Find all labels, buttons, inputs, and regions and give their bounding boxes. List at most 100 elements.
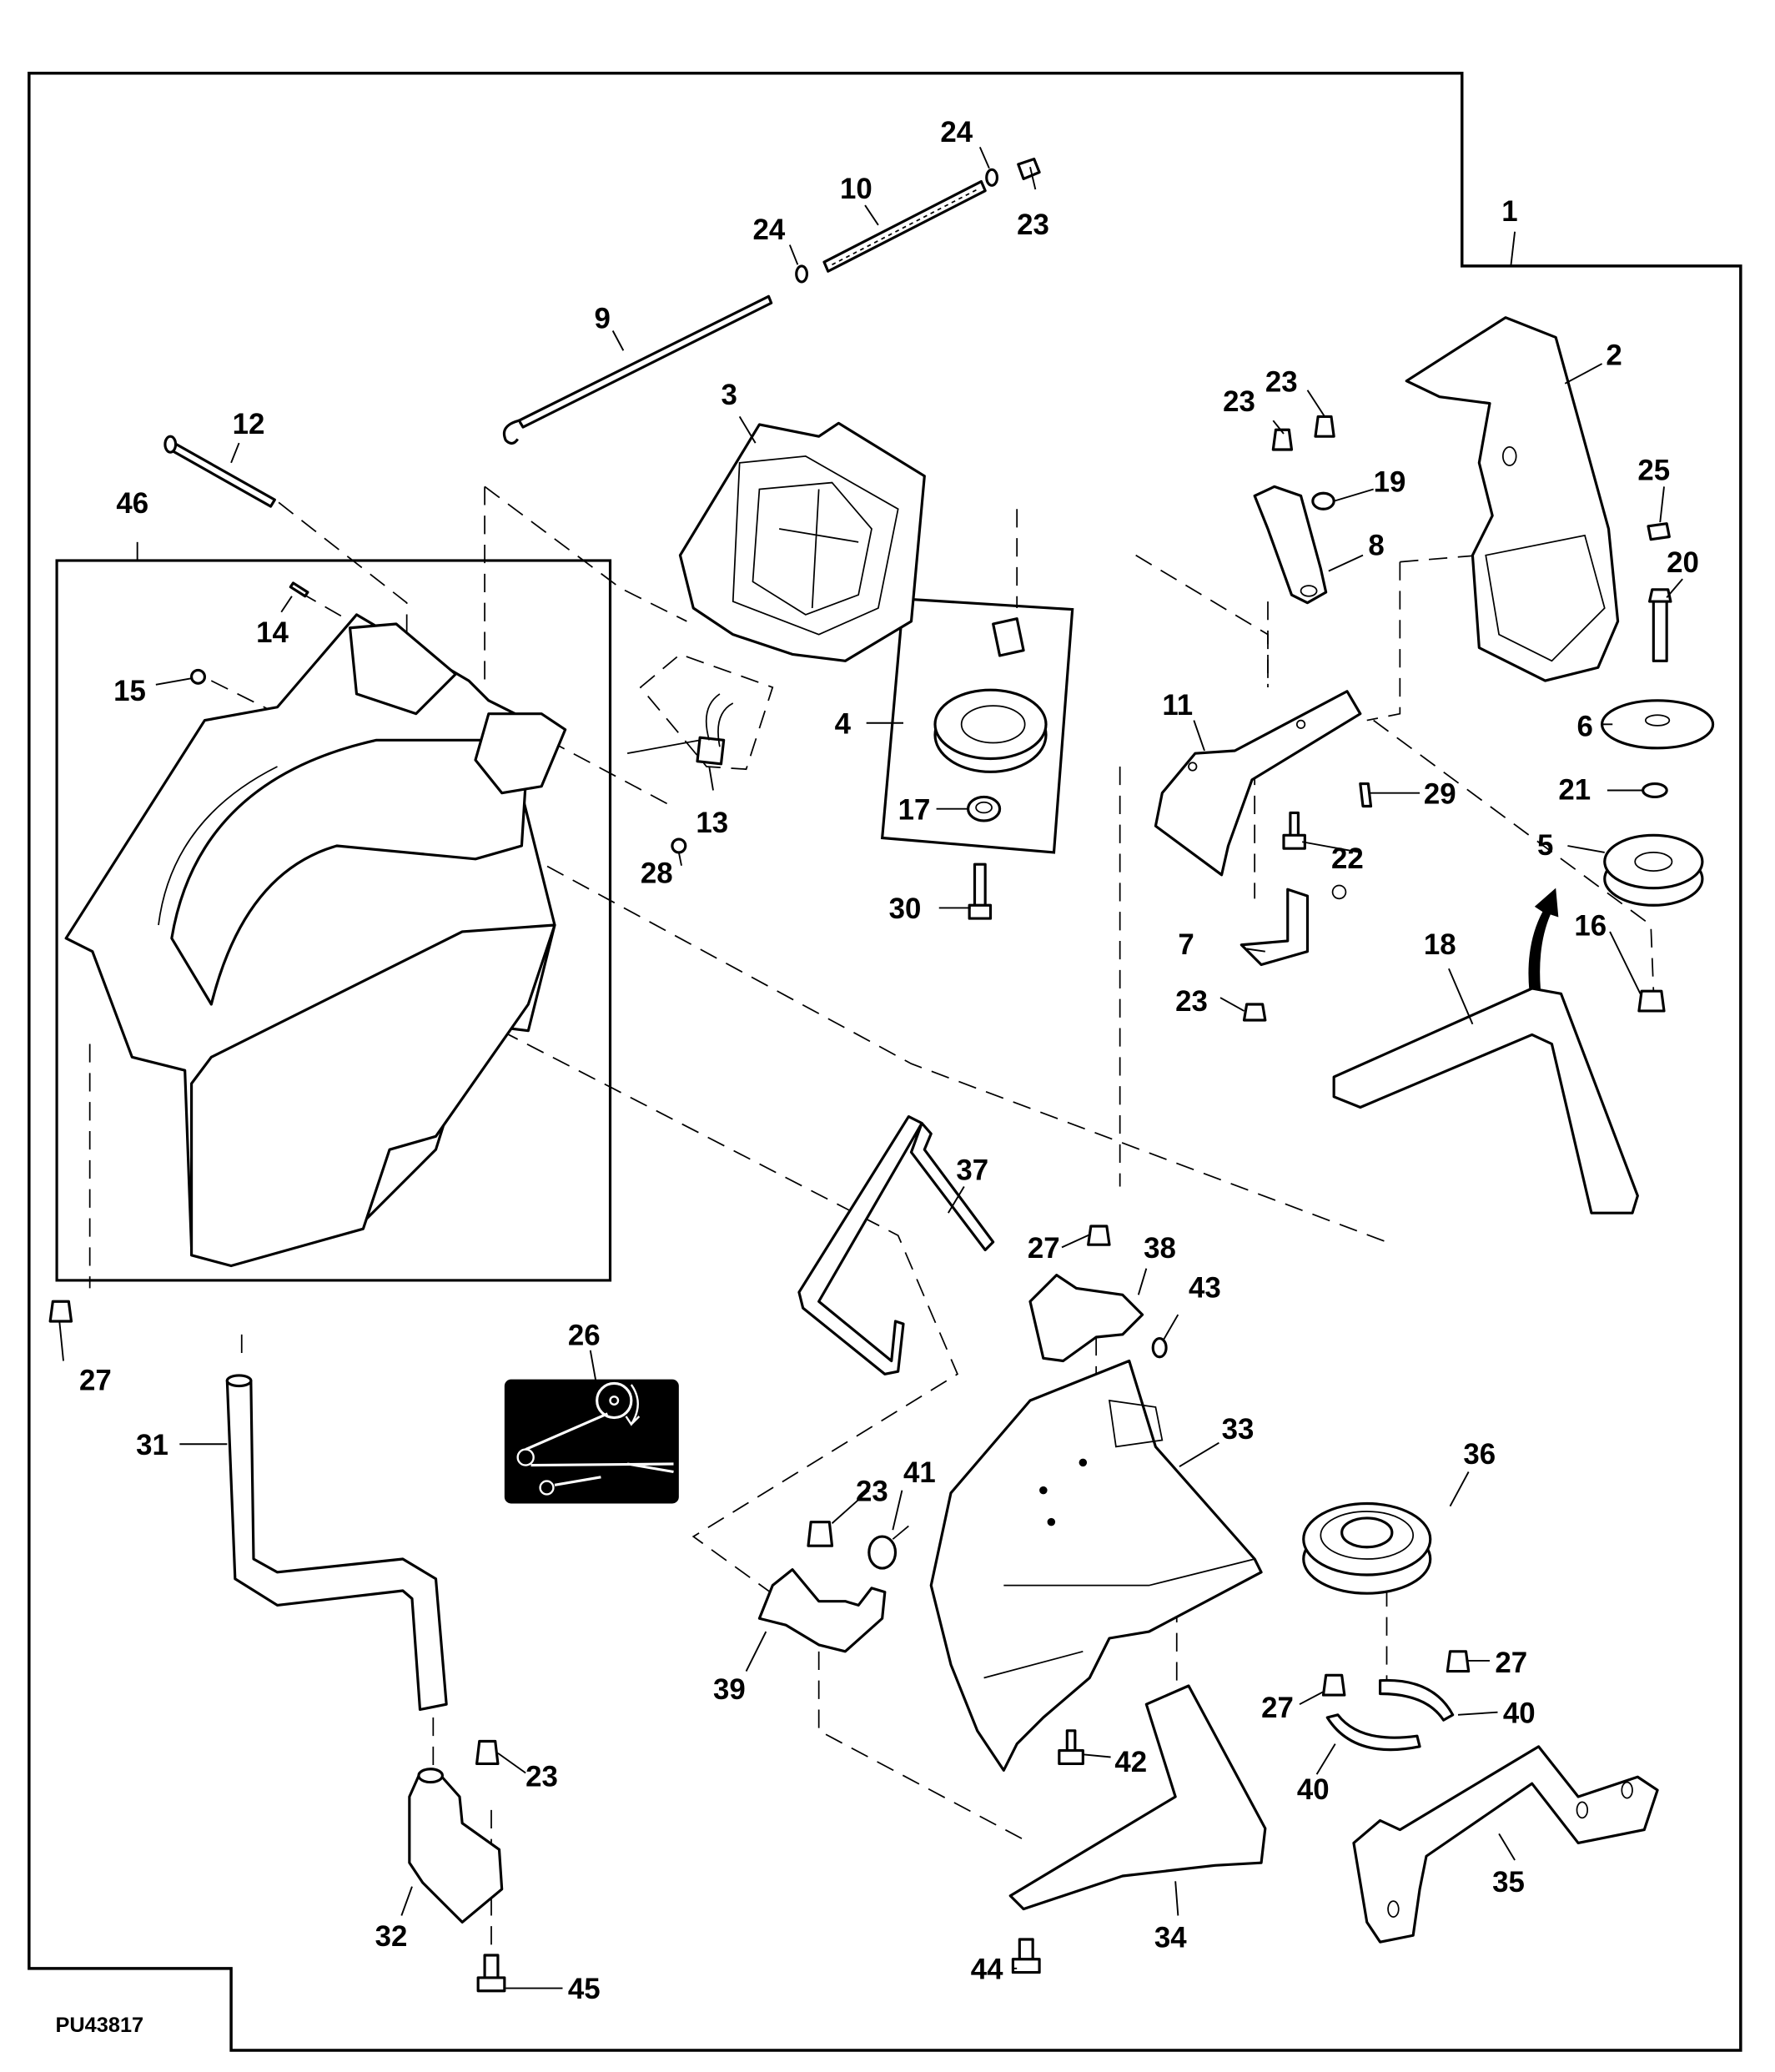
callout-26: 26 (568, 1320, 601, 1352)
part-2-shield (1405, 316, 1620, 682)
callout-29: 29 (1424, 777, 1456, 810)
part-36-pulley (1302, 1501, 1432, 1595)
callout-31: 31 (136, 1429, 168, 1461)
callout-3: 3 (722, 379, 737, 411)
callout-22: 22 (1331, 842, 1364, 875)
assembly-46-box (55, 559, 612, 1282)
part-24-washer (795, 264, 808, 284)
part-23-nut (1314, 415, 1335, 438)
callout-25: 25 (1637, 454, 1670, 486)
part-40-bracket (1325, 1713, 1421, 1752)
part-30-bolt (968, 862, 993, 920)
part-41-spring (867, 1525, 909, 1570)
part-25-screw (1647, 522, 1671, 541)
callout-10: 10 (840, 173, 872, 205)
figure-id: PU43817 (56, 2014, 144, 2037)
part-46-blower-housing (64, 613, 567, 1268)
part-34-bracket (1008, 1684, 1267, 1911)
callout-23: 23 (525, 1760, 558, 1793)
callout-28: 28 (641, 857, 673, 889)
diagram-frame (28, 72, 1742, 2052)
callout-36: 36 (1463, 1438, 1496, 1471)
callout-38: 38 (1144, 1232, 1176, 1265)
part-27-nut (1321, 1673, 1346, 1697)
part-16-nut (1637, 989, 1666, 1013)
part-37-rod (797, 1115, 995, 1375)
rotation-arrow-icon (1528, 888, 1559, 1011)
callout-12: 12 (233, 408, 265, 440)
callout-34: 34 (1154, 1922, 1187, 1954)
part-31-tube (225, 1379, 448, 1712)
part-24-washer (985, 168, 998, 187)
callout-45: 45 (568, 1973, 601, 2005)
callout-17: 17 (898, 793, 931, 826)
part-43-washer (1151, 1337, 1168, 1359)
callout-40: 40 (1503, 1697, 1536, 1729)
part-40-bracket (1379, 1678, 1455, 1722)
callout-27: 27 (1028, 1232, 1060, 1265)
callout-44: 44 (971, 1954, 1003, 1986)
part-38-bracket (1028, 1274, 1144, 1363)
part-5-pulley (1603, 833, 1704, 907)
callout-37: 37 (956, 1154, 988, 1187)
callout-20: 20 (1667, 546, 1699, 579)
leader-lines (58, 147, 1683, 1989)
callout-27: 27 (1495, 1647, 1527, 1679)
part-4-idler-assembly (933, 617, 1048, 822)
part-23-nut (475, 1739, 500, 1765)
part-18-belt (1332, 987, 1639, 1215)
part-33-shield (929, 1359, 1263, 1772)
part-20-bolt (1648, 588, 1672, 662)
callout-1: 1 (1501, 195, 1517, 228)
callout-11: 11 (1162, 689, 1193, 722)
part-32-bracket (408, 1771, 504, 1924)
part-39-bracket (757, 1568, 887, 1653)
part-27-nut (1087, 1225, 1111, 1246)
part-3-chute-cover (678, 421, 926, 662)
callout-32: 32 (375, 1920, 408, 1953)
part-12-pin (163, 435, 276, 508)
part-14-roll-pin (289, 581, 309, 598)
callout-46: 46 (116, 487, 148, 520)
part-22-bolt (1282, 811, 1306, 850)
callout-19: 19 (1374, 466, 1406, 499)
callout-23: 23 (1223, 385, 1255, 418)
part-28-clip (671, 837, 687, 854)
part-8-idler-arm (1253, 485, 1328, 605)
part-23-nut (1242, 1003, 1267, 1022)
callout-33: 33 (1222, 1413, 1255, 1446)
callout-39: 39 (713, 1673, 746, 1706)
callout-21: 21 (1558, 774, 1591, 807)
callout-5: 5 (1537, 829, 1553, 862)
part-19-spacer (1311, 491, 1335, 510)
part-hidden-clip (1331, 884, 1347, 900)
callout-8: 8 (1368, 530, 1384, 562)
callout-16: 16 (1574, 910, 1607, 943)
part-21-washer (1642, 782, 1668, 798)
part-15-clip (190, 668, 206, 685)
callout-41: 41 (903, 1456, 936, 1489)
callout-42: 42 (1114, 1746, 1147, 1778)
callout-30: 30 (889, 893, 922, 925)
part-13-springs (626, 653, 774, 771)
callout-23: 23 (1265, 365, 1298, 398)
callout-7: 7 (1178, 928, 1194, 961)
callout-18: 18 (1424, 928, 1456, 961)
callout-labels: 1 2 3 4 5 6 7 8 9 10 11 12 13 14 15 16 1… (79, 116, 1699, 2005)
part-29-clip (1359, 782, 1373, 808)
part-23-nut (1017, 158, 1041, 181)
callout-4: 4 (835, 707, 852, 740)
assembly-4-box (880, 597, 1074, 854)
callout-24: 24 (753, 214, 786, 246)
part-26-decal (504, 1379, 679, 1504)
callout-9: 9 (594, 302, 610, 334)
part-35-bracket (1352, 1745, 1659, 1944)
part-23-nut (807, 1521, 834, 1547)
part-42-bolt (1058, 1729, 1084, 1765)
part-6-disc (1601, 699, 1715, 750)
callout-2: 2 (1606, 339, 1622, 372)
callout-23: 23 (1175, 985, 1208, 1018)
callout-14: 14 (256, 616, 289, 649)
callout-43: 43 (1189, 1272, 1221, 1305)
